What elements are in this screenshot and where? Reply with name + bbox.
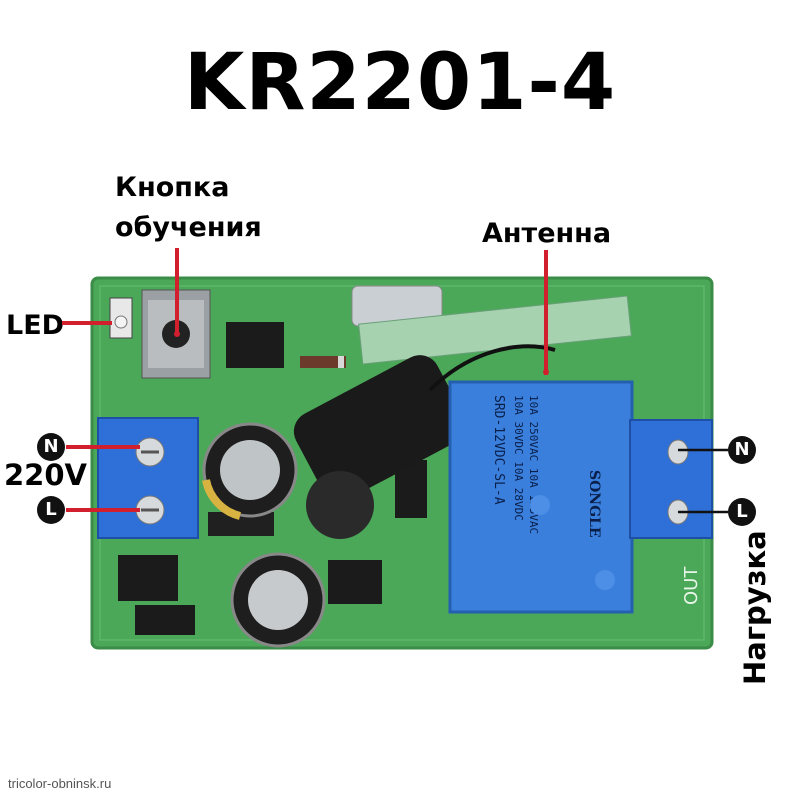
relay-brand: SONGLE <box>586 470 602 538</box>
out-marking: OUT <box>681 566 702 605</box>
antenna-label: Антенна <box>482 218 612 249</box>
output-terminal-block <box>629 419 713 539</box>
pointer-lines <box>62 248 548 512</box>
pointer-lines-dark <box>678 448 728 514</box>
antenna-coil <box>293 344 556 501</box>
page-title: KR2201-4 <box>183 38 617 128</box>
relay: 10A 250VAC 10A 125VAC 10A 30VDC 10A 28VD… <box>448 380 634 614</box>
inductor <box>306 471 374 539</box>
output-l-badge: L <box>728 498 756 526</box>
led-component <box>109 297 133 339</box>
output-n-badge: N <box>728 436 756 464</box>
relay-model: SRD-12VDC-SL-A <box>491 395 506 505</box>
ic-chip <box>226 322 284 368</box>
ic-chip <box>135 605 195 635</box>
input-l-badge: L <box>37 496 65 524</box>
input-n-badge: N <box>37 433 65 461</box>
relay-spec-line-2: 10A 30VDC 10A 28VDC <box>512 395 525 521</box>
diode <box>300 356 346 368</box>
led-label: LED <box>6 310 65 341</box>
voltage-label: 220V <box>4 458 87 492</box>
rf-module <box>351 285 632 365</box>
footer-site: tricolor-obninsk.ru <box>8 776 112 791</box>
ic-chip <box>328 560 382 604</box>
capacitor <box>202 422 298 520</box>
capacitor <box>230 552 326 648</box>
ic-chip <box>118 555 178 601</box>
learn-button-label: Кнопка обучения <box>115 172 262 243</box>
input-terminal-block <box>97 417 199 539</box>
